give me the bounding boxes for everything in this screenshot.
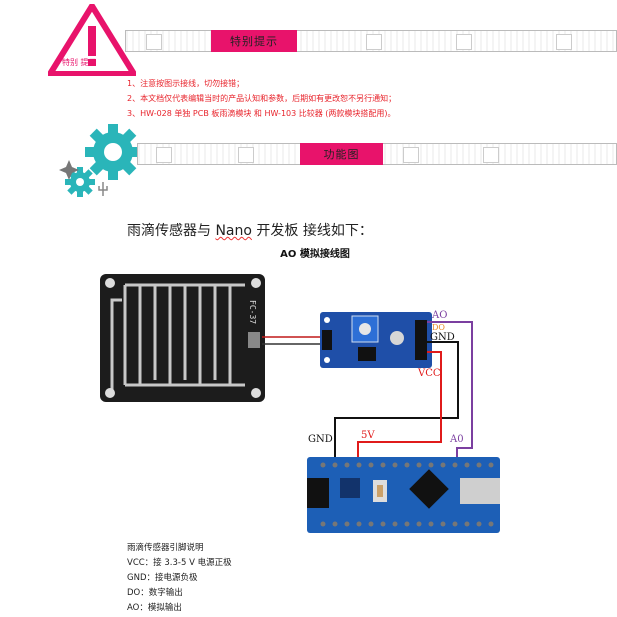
pin-description: 雨滴传感器引脚说明 VCC：接 3.3-5 V 电源正极 GND：接电源负极 D… xyxy=(127,541,232,616)
label-gnd-nano: GND xyxy=(308,434,333,445)
notice-banner-title: 特别提示 xyxy=(211,30,297,52)
rain-sensor-board xyxy=(100,274,265,402)
heading-prefix: 雨滴传感器与 xyxy=(127,223,216,239)
pin-row: DO：数字输出 xyxy=(127,588,183,598)
gear-icon xyxy=(45,120,145,205)
pin-row: AO：模拟输出 xyxy=(127,603,182,613)
function-banner-title: 功能图 xyxy=(300,143,383,165)
label-ao: AO xyxy=(432,310,448,321)
comparator-module xyxy=(320,312,432,368)
notice-item: 2、本文档仅代表编辑当时的产品认知和参数，后期如有更改恕不另行通知； xyxy=(127,94,397,103)
warning-triangle-icon: 特别 提示 xyxy=(44,0,140,77)
arduino-nano-board xyxy=(307,457,500,533)
notice-item: 1、注意按图示接线，切勿接错； xyxy=(127,79,245,88)
notice-list: 1、注意按图示接线，切勿接错； 2、本文档仅代表编辑当时的产品认知和参数，后期如… xyxy=(127,76,396,121)
pin-row: GND：接电源负极 xyxy=(127,573,198,583)
gnd-wire xyxy=(334,341,459,462)
vcc-wire xyxy=(357,351,442,462)
heading-nano: Nano xyxy=(215,223,252,239)
pin-row: VCC：接 3.3-5 V 电源正极 xyxy=(127,558,232,568)
label-5v: 5V xyxy=(361,430,375,441)
pin-description-title: 雨滴传感器引脚说明 xyxy=(127,543,204,553)
sensor-model-label: FC-37 xyxy=(248,300,257,324)
diagram-title: AO 模拟接线图 xyxy=(280,249,350,260)
label-a0: A0 xyxy=(450,434,464,445)
label-do: DO xyxy=(432,323,445,332)
ao-wire xyxy=(427,321,473,460)
triangle-label: 特别 提示 xyxy=(62,58,97,67)
heading-suffix: 开发板 接线如下： xyxy=(251,223,373,239)
label-vcc: VCC xyxy=(418,368,441,379)
notice-item: 3、HW-028 单独 PCB 板雨滴模块 和 HW-103 比较器 (两款模块… xyxy=(127,109,396,118)
label-gnd-module: GND xyxy=(430,332,455,343)
wiring-heading: 雨滴传感器与 Nano 开发板 接线如下： xyxy=(127,220,373,240)
